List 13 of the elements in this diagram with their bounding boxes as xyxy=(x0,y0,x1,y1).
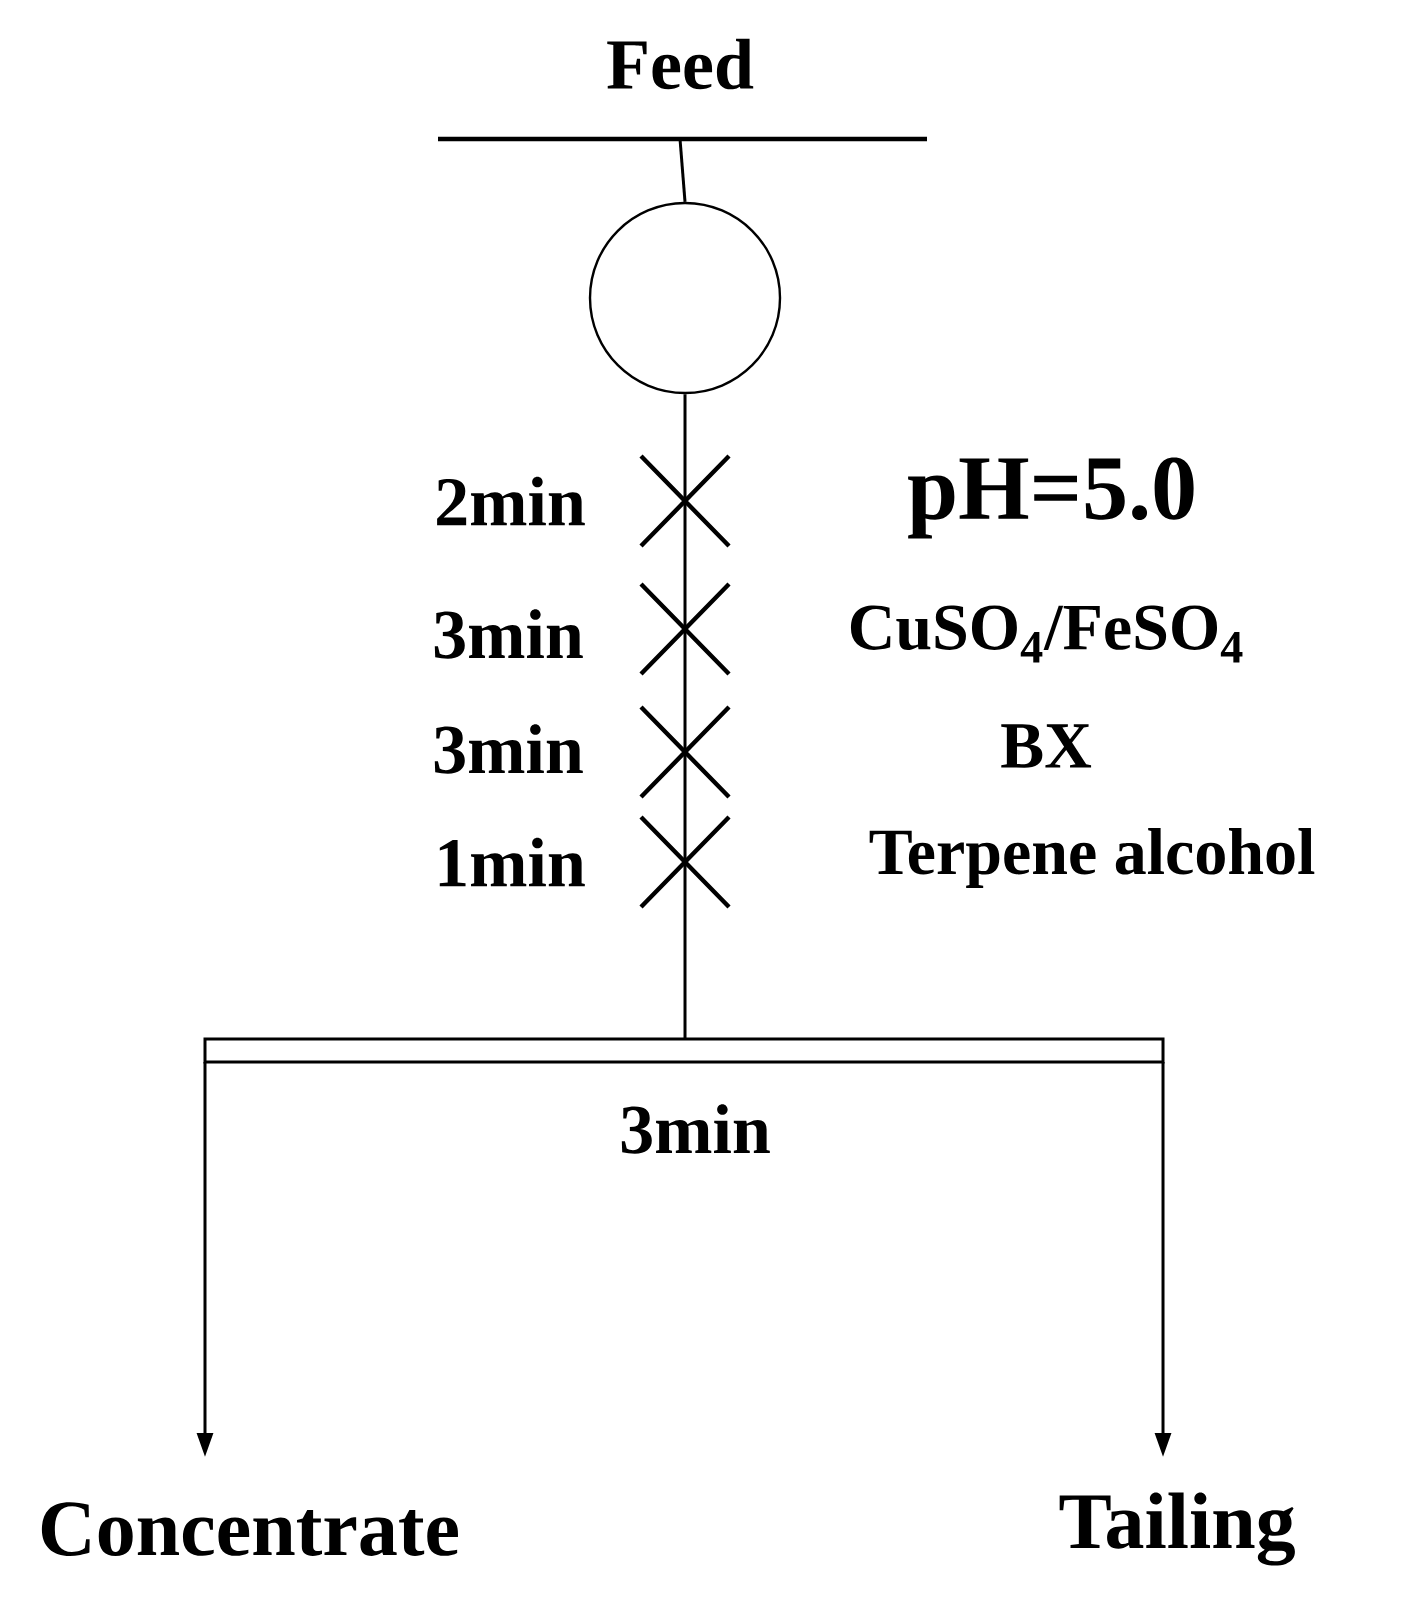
reagent-label: CuSO$_{4}$/FeSO$_{4}$ xyxy=(850,605,1243,663)
process-label: Feed xyxy=(607,38,754,90)
time-label: 2min xyxy=(437,476,585,526)
time-label: 3min xyxy=(434,724,583,774)
process-label: 3min xyxy=(621,1104,770,1154)
reagent-label: BX xyxy=(1001,724,1092,768)
process-label: Concentrate xyxy=(41,1502,458,1556)
grinding-circle xyxy=(588,201,782,395)
ph-label: pH=5.0 xyxy=(908,457,1194,539)
process-label: Tailing xyxy=(1059,1492,1295,1566)
time-label: 1min xyxy=(439,837,585,887)
reagent-label: Terpene alcohol xyxy=(869,828,1315,888)
time-label: 3min xyxy=(434,609,583,659)
